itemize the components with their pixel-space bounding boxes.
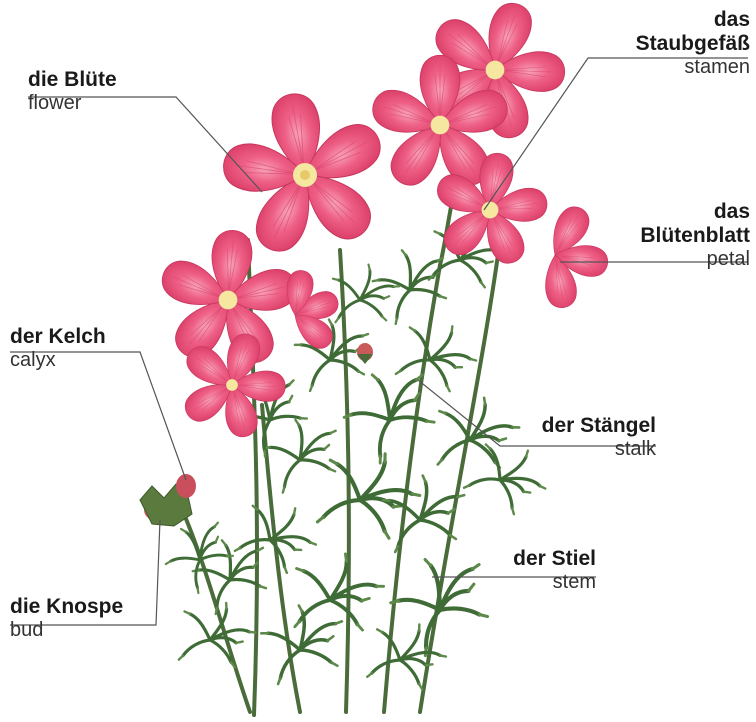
small-bud bbox=[357, 343, 373, 364]
label-stamen-german-1: das bbox=[550, 8, 750, 32]
label-calyx-english: calyx bbox=[10, 349, 106, 372]
stem-3 bbox=[340, 250, 349, 712]
label-calyx: der Kelch calyx bbox=[10, 325, 106, 372]
label-flower-german: die Blüte bbox=[28, 68, 117, 92]
label-stalk-german: der Stängel bbox=[456, 414, 656, 438]
label-stem: der Stiel stem bbox=[396, 547, 596, 594]
label-bud-german: die Knospe bbox=[10, 595, 123, 619]
label-stalk: der Stängel stalk bbox=[456, 414, 656, 461]
label-stamen-german-2: Staubgefäß bbox=[550, 32, 750, 56]
label-stalk-english: stalk bbox=[456, 438, 656, 461]
label-flower: die Blüte flower bbox=[28, 68, 117, 115]
label-petal-english: petal bbox=[550, 248, 750, 271]
label-bud-english: bud bbox=[10, 619, 123, 642]
label-petal-german-1: das bbox=[550, 200, 750, 224]
label-calyx-german: der Kelch bbox=[10, 325, 106, 349]
label-bud: die Knospe bud bbox=[10, 595, 123, 642]
label-stem-german: der Stiel bbox=[396, 547, 596, 571]
label-stamen-english: stamen bbox=[550, 56, 750, 79]
label-flower-english: flower bbox=[28, 92, 117, 115]
label-stem-english: stem bbox=[396, 571, 596, 594]
label-petal: das Blütenblatt petal bbox=[550, 200, 750, 271]
label-stamen: das Staubgefäß stamen bbox=[550, 8, 750, 79]
label-petal-german-2: Blütenblatt bbox=[550, 224, 750, 248]
